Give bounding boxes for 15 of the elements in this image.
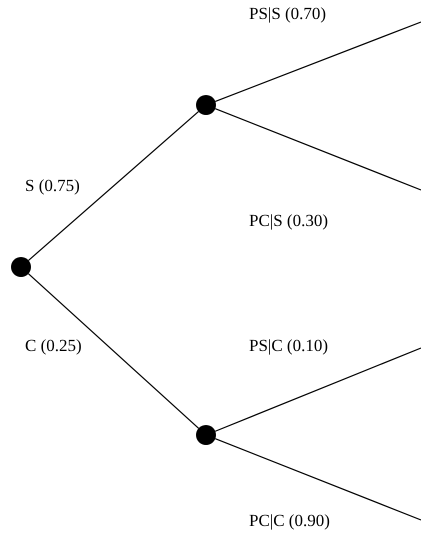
- edge-label: PS|C (0.10): [249, 337, 328, 356]
- tree-branch: [215, 347, 421, 432]
- edge-label: S (0.75): [25, 177, 80, 196]
- edge-label: C (0.25): [25, 337, 82, 356]
- edge-label: PC|S (0.30): [249, 212, 328, 231]
- tree-branch: [215, 108, 421, 191]
- tree-node-dot: [196, 95, 216, 115]
- edge-label: PS|S (0.70): [249, 5, 326, 24]
- tree-branch: [215, 21, 421, 102]
- tree-branch: [215, 438, 421, 521]
- tree-node-dot: [11, 257, 31, 277]
- edge-label: PC|C (0.90): [249, 512, 330, 531]
- tree-branch: [28, 111, 199, 261]
- tree-node-dot: [196, 425, 216, 445]
- tree-branch: [28, 273, 199, 429]
